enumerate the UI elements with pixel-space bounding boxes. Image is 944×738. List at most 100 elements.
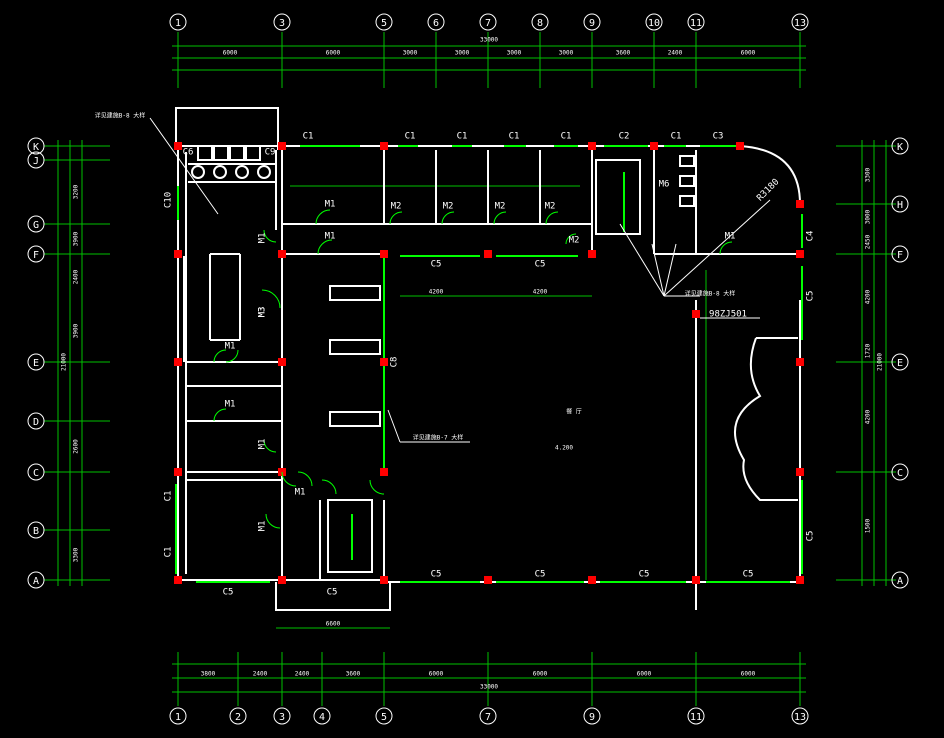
dim-top: 2400	[668, 50, 683, 57]
dim-right: 4200	[865, 409, 872, 424]
axis-label-top: 8	[537, 18, 543, 29]
window-label: C1	[303, 132, 314, 142]
dim-total-left: 21000	[61, 353, 68, 371]
dim-top: 6000	[223, 50, 238, 57]
dim-bottom: 6000	[429, 671, 444, 678]
window-label: C5	[535, 260, 546, 270]
axis-label-top: 9	[589, 18, 595, 29]
window-label: C1	[509, 132, 520, 142]
axis-label-right: E	[897, 358, 903, 369]
dim-bottom: 2400	[295, 671, 310, 678]
dim-bottom: 3600	[346, 671, 361, 678]
axis-label-left: K	[33, 142, 39, 153]
door-label: M2	[545, 202, 556, 212]
dim-top: 6000	[741, 50, 756, 57]
axis-label-top: 10	[648, 18, 660, 29]
note-label: 详见建施B-8 大样	[95, 112, 145, 120]
door-label: M3	[258, 307, 268, 318]
dim-left: 3900	[73, 231, 80, 246]
dim-top: 3000	[403, 50, 418, 57]
axis-label-left: D	[33, 417, 39, 428]
dim-right: 4200	[865, 289, 872, 304]
door-label: M1	[295, 488, 306, 498]
window-label: C1	[561, 132, 572, 142]
axis-label-bottom: 9	[589, 712, 595, 723]
axis-label-top: 11	[690, 18, 702, 29]
door-label: M2	[391, 202, 402, 212]
window-label: C1	[671, 132, 682, 142]
axis-label-bottom: 13	[794, 712, 806, 723]
window-label: C2	[619, 132, 630, 142]
axis-label-top: 6	[433, 18, 439, 29]
note-label: 详见建施B-8 大样	[685, 290, 735, 298]
axis-label-left: G	[33, 220, 39, 231]
door-label: M2	[495, 202, 506, 212]
door-label: M2	[569, 236, 580, 246]
axis-label-bottom: 4	[319, 712, 325, 723]
window-label: C5	[431, 570, 442, 580]
axis-label-right: F	[897, 250, 903, 261]
dim-left: 2400	[73, 269, 80, 284]
dim-top: 3000	[559, 50, 574, 57]
dim-right: 3300	[865, 167, 872, 182]
dim-right: 1720	[865, 343, 872, 358]
axis-label-bottom: 3	[279, 712, 285, 723]
window-label: C10	[164, 192, 174, 208]
elevation-label: 4.200	[555, 445, 573, 452]
axis-bubbles	[27, 13, 909, 725]
axis-label-bottom: 5	[381, 712, 387, 723]
leader-lines	[149, 117, 771, 443]
door-label: M1	[325, 200, 336, 210]
radius-label: R3180	[755, 177, 781, 203]
dim-bottom: 6000	[533, 671, 548, 678]
dim-hall: 4200	[429, 289, 444, 296]
window-label: C5	[743, 570, 754, 580]
dim-left: 3200	[73, 184, 80, 199]
axis-label-bottom: 11	[690, 712, 702, 723]
axis-label-top: 3	[279, 18, 285, 29]
axis-label-left: B	[33, 526, 39, 537]
window-label: C1	[405, 132, 416, 142]
dim-bottom: 3800	[201, 671, 216, 678]
window-label: C5	[327, 588, 338, 598]
axis-label-bottom: 7	[485, 712, 491, 723]
axis-label-right: A	[897, 576, 903, 587]
door-label: M1	[725, 232, 736, 242]
window-label: C5	[639, 570, 650, 580]
window-label: C9	[265, 148, 276, 158]
axis-label-left: F	[33, 250, 39, 261]
door-label: M1	[325, 232, 336, 242]
axis-label-left: C	[33, 468, 39, 479]
door-label: M1	[258, 439, 268, 450]
window-label: C4	[806, 231, 816, 242]
axis-grid	[44, 32, 896, 706]
axis-label-right: K	[897, 142, 903, 153]
door-label: M6	[659, 180, 670, 190]
axis-label-left: A	[33, 576, 39, 587]
axis-label-right: H	[897, 200, 903, 211]
dim-top: 3600	[616, 50, 631, 57]
window-label: C3	[713, 132, 724, 142]
dim-right: 2450	[865, 234, 872, 249]
columns	[174, 142, 804, 584]
door-label: M3	[258, 307, 268, 318]
dim-total-right: 21000	[877, 353, 884, 371]
dim-total-bottom: 33000	[480, 684, 498, 691]
window-label: C6	[183, 148, 194, 158]
window-label: C5	[806, 531, 816, 542]
door-label: M1	[225, 342, 236, 352]
door-label: M1	[225, 400, 236, 410]
window-label: C1	[457, 132, 468, 142]
axis-label-top: 5	[381, 18, 387, 29]
dim-bottom: 6000	[741, 671, 756, 678]
dim-bottom: 6000	[637, 671, 652, 678]
window-label: C1	[164, 547, 174, 558]
dim-top: 6000	[326, 50, 341, 57]
dim-total-top: 33000	[480, 37, 498, 44]
dim-left: 2600	[73, 439, 80, 454]
window-label: C8	[390, 357, 400, 368]
door-swings	[213, 209, 733, 529]
reference-label: 98ZJ501	[709, 310, 747, 320]
